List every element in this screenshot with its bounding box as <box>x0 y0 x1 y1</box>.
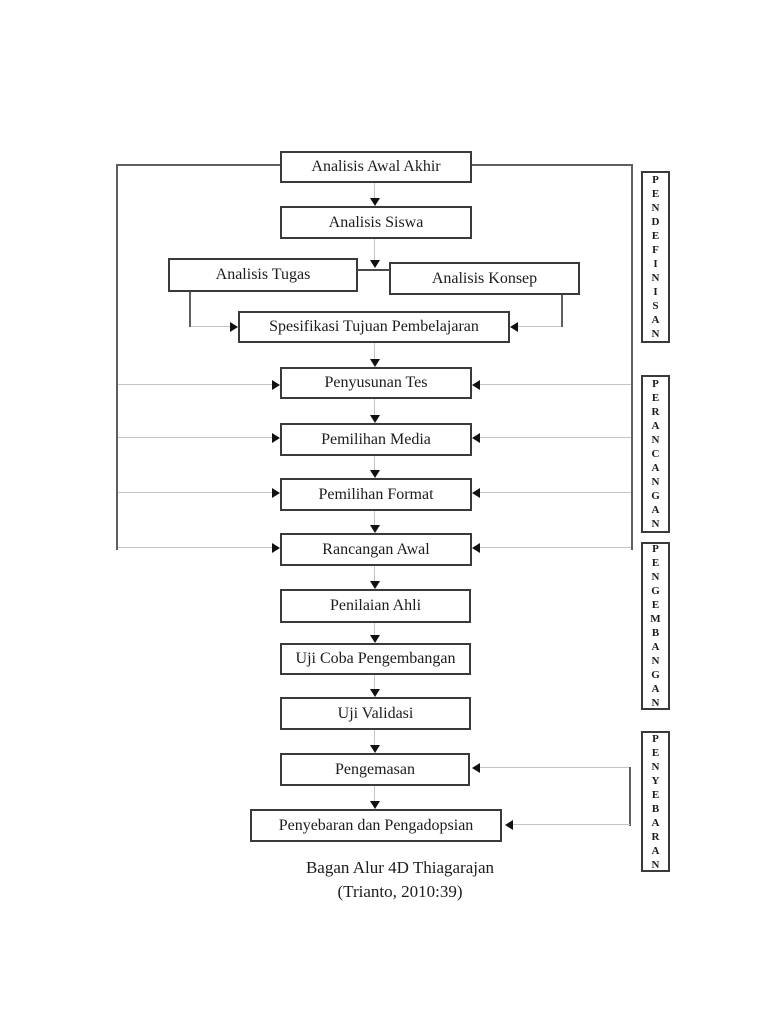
flow-box-pemilihan-format: Pemilihan Format <box>280 478 472 511</box>
left-frame-vertical-line <box>116 164 118 550</box>
arrow-line-pengemasan-to-penyebaran <box>374 786 375 801</box>
right-branch-arrowhead-rancangan <box>472 543 480 553</box>
right-branch-arrowhead-media <box>472 433 480 443</box>
figure-caption: Bagan Alur 4D Thiagarajan (Trianto, 2010… <box>248 856 552 904</box>
arrowhead-ujicoba-to-validasi <box>370 689 380 697</box>
left-branch-arrowhead-format <box>272 488 280 498</box>
tugas-connector-arrowhead <box>230 322 238 332</box>
right-frame-vertical-line <box>631 164 633 550</box>
caption-title: Bagan Alur 4D Thiagarajan <box>305 858 495 877</box>
phase-label-pendefinisian: P E N D E F I N I S A N <box>641 171 670 343</box>
arrowhead-media-to-format <box>370 470 380 478</box>
arrow-line-ujicoba-to-validasi <box>374 675 375 689</box>
tugas-connector-vertical <box>189 292 191 327</box>
loop-horizontal-pengemasan <box>480 767 630 768</box>
right-branch-arrowhead-format <box>472 488 480 498</box>
arrow-line-rancangan-to-penilaian <box>374 566 375 581</box>
konsep-connector-vertical <box>561 295 563 327</box>
flow-box-pengemasan: Pengemasan <box>280 753 470 786</box>
arrowhead-format-to-rancangan <box>370 525 380 533</box>
left-frame-top-line <box>116 164 280 166</box>
loop-horizontal-penyebaran <box>513 824 630 825</box>
right-frame-top-line <box>472 164 633 166</box>
flow-box-analisis-siswa: Analisis Siswa <box>280 206 472 239</box>
flow-box-penilaian-ahli: Penilaian Ahli <box>280 589 471 623</box>
arrow-line-awal-to-siswa <box>374 183 375 198</box>
phase-label-pengembangan: P E N G E M B A N G A N <box>641 542 670 710</box>
arrow-line-penyusunan-to-media <box>374 399 375 415</box>
arrowhead-spesifikasi-to-penyusunan <box>370 359 380 367</box>
connector-tugas-konsep-bar <box>357 269 390 271</box>
left-branch-arrowhead-penyusunan <box>272 380 280 390</box>
right-branch-format <box>480 492 631 493</box>
loop-arrowhead-penyebaran <box>505 820 513 830</box>
arrowhead-pengemasan-to-penyebaran <box>370 801 380 809</box>
konsep-connector-horizontal <box>518 326 561 327</box>
left-branch-format <box>118 492 272 493</box>
arrowhead-rancangan-to-penilaian <box>370 581 380 589</box>
arrowhead-penyusunan-to-media <box>370 415 380 423</box>
left-branch-penyusunan <box>118 384 272 385</box>
flow-box-uji-coba-pengembangan: Uji Coba Pengembangan <box>280 643 471 675</box>
flow-box-rancangan-awal: Rancangan Awal <box>280 533 472 566</box>
flow-box-analisis-tugas: Analisis Tugas <box>168 258 358 292</box>
arrow-line-validasi-to-pengemasan <box>374 730 375 745</box>
arrow-line-penilaian-to-ujicoba <box>374 623 375 635</box>
loop-vertical-line <box>629 767 631 826</box>
flow-box-penyusunan-tes: Penyusunan Tes <box>280 367 472 399</box>
arrow-line-siswa-to-split <box>374 239 375 260</box>
right-branch-penyusunan <box>480 384 631 385</box>
phase-label-penyebaran: P E N Y E B A R A N <box>641 731 670 872</box>
arrow-line-spesifikasi-to-penyusunan <box>374 343 375 359</box>
caption-source: (Trianto, 2010:39) <box>337 882 463 901</box>
flow-box-penyebaran-dan-pengadopsian: Penyebaran dan Pengadopsian <box>250 809 502 842</box>
left-branch-rancangan <box>118 547 272 548</box>
left-branch-media <box>118 437 272 438</box>
flow-box-analisis-awal-akhir: Analisis Awal Akhir <box>280 151 472 183</box>
arrowhead-siswa-to-split <box>370 260 380 268</box>
arrow-line-format-to-rancangan <box>374 511 375 525</box>
left-branch-arrowhead-media <box>272 433 280 443</box>
right-branch-arrowhead-penyusunan <box>472 380 480 390</box>
arrowhead-validasi-to-pengemasan <box>370 745 380 753</box>
flow-box-analisis-konsep: Analisis Konsep <box>389 262 580 295</box>
tugas-connector-horizontal <box>191 326 230 327</box>
arrow-line-media-to-format <box>374 456 375 470</box>
arrowhead-awal-to-siswa <box>370 198 380 206</box>
arrowhead-penilaian-to-ujicoba <box>370 635 380 643</box>
konsep-connector-arrowhead <box>510 322 518 332</box>
flow-box-uji-validasi: Uji Validasi <box>280 697 471 730</box>
flow-box-pemilihan-media: Pemilihan Media <box>280 423 472 456</box>
right-branch-media <box>480 437 631 438</box>
left-branch-arrowhead-rancangan <box>272 543 280 553</box>
phase-label-perancangan: P E R A N C A N G A N <box>641 375 670 533</box>
right-branch-rancangan <box>480 547 631 548</box>
flow-box-spesifikasi-tujuan-pembelajaran: Spesifikasi Tujuan Pembelajaran <box>238 311 510 343</box>
loop-arrowhead-pengemasan <box>472 763 480 773</box>
